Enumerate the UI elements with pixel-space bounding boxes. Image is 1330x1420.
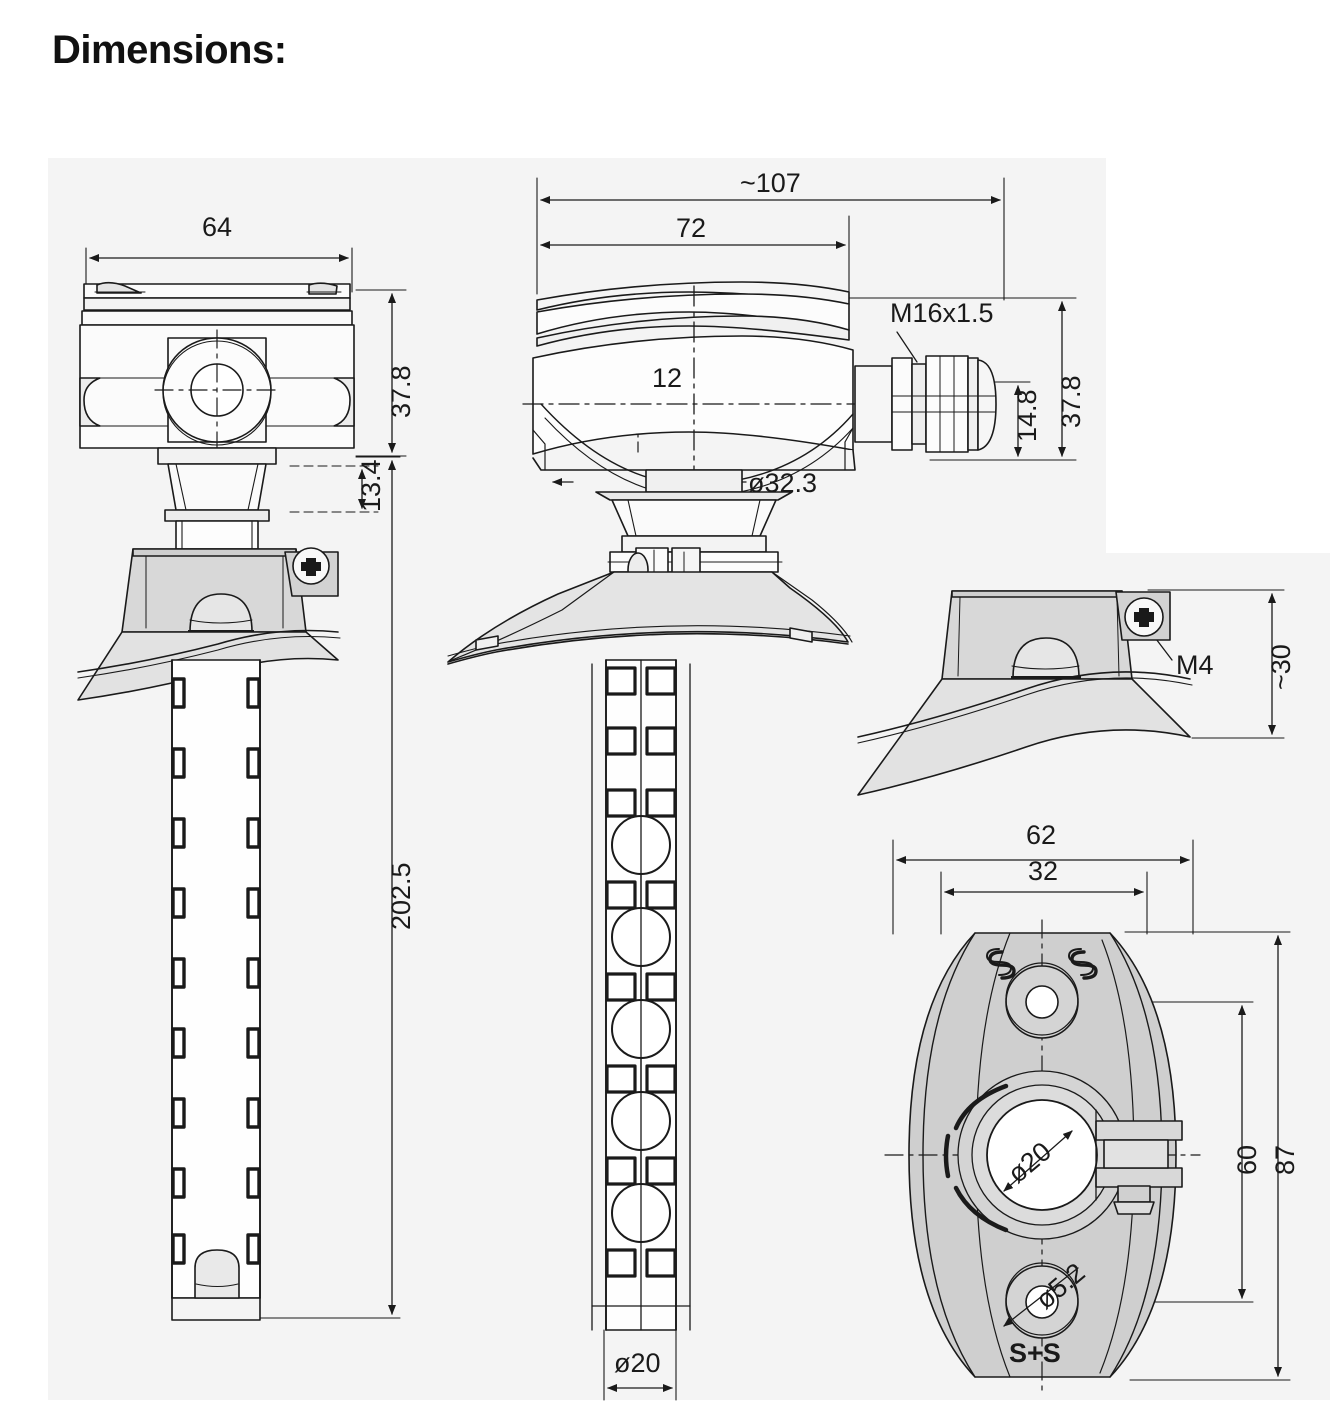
dim-side-thread-m16: M16x1.5 [890, 298, 994, 328]
dim-front-total-length: 202.5 [386, 862, 416, 930]
dim-front-width: 64 [202, 212, 233, 242]
dim-front-housing-height: 37.8 [386, 365, 416, 418]
brand-mark-sands: S+S [1009, 1338, 1061, 1368]
dim-side-overall-depth: ~107 [740, 168, 801, 198]
dim-plate-hole-to-hole: 60 [1232, 1144, 1262, 1175]
dim-side-offset: 12 [652, 363, 683, 393]
dim-hole-spacing: 32 [1028, 856, 1059, 886]
dim-plate-width: 62 [1026, 820, 1057, 850]
dim-bracket-height: ~30 [1266, 644, 1296, 690]
dim-side-housing-height: 37.8 [1056, 375, 1086, 428]
dim-front-neck-height: 13.4 [356, 459, 386, 512]
page-title: Dimensions: [52, 28, 287, 72]
dim-plate-height: 87 [1270, 1144, 1300, 1175]
dim-side-flange-dia: ø32.3 [748, 468, 818, 498]
dim-side-gland-height: 14.8 [1012, 389, 1042, 442]
drawing-panel-right [852, 553, 1330, 1400]
dim-side-housing-depth: 72 [676, 213, 707, 243]
dim-bracket-screw-m4: M4 [1176, 650, 1214, 680]
dim-side-probe-dia: ø20 [614, 1348, 661, 1378]
